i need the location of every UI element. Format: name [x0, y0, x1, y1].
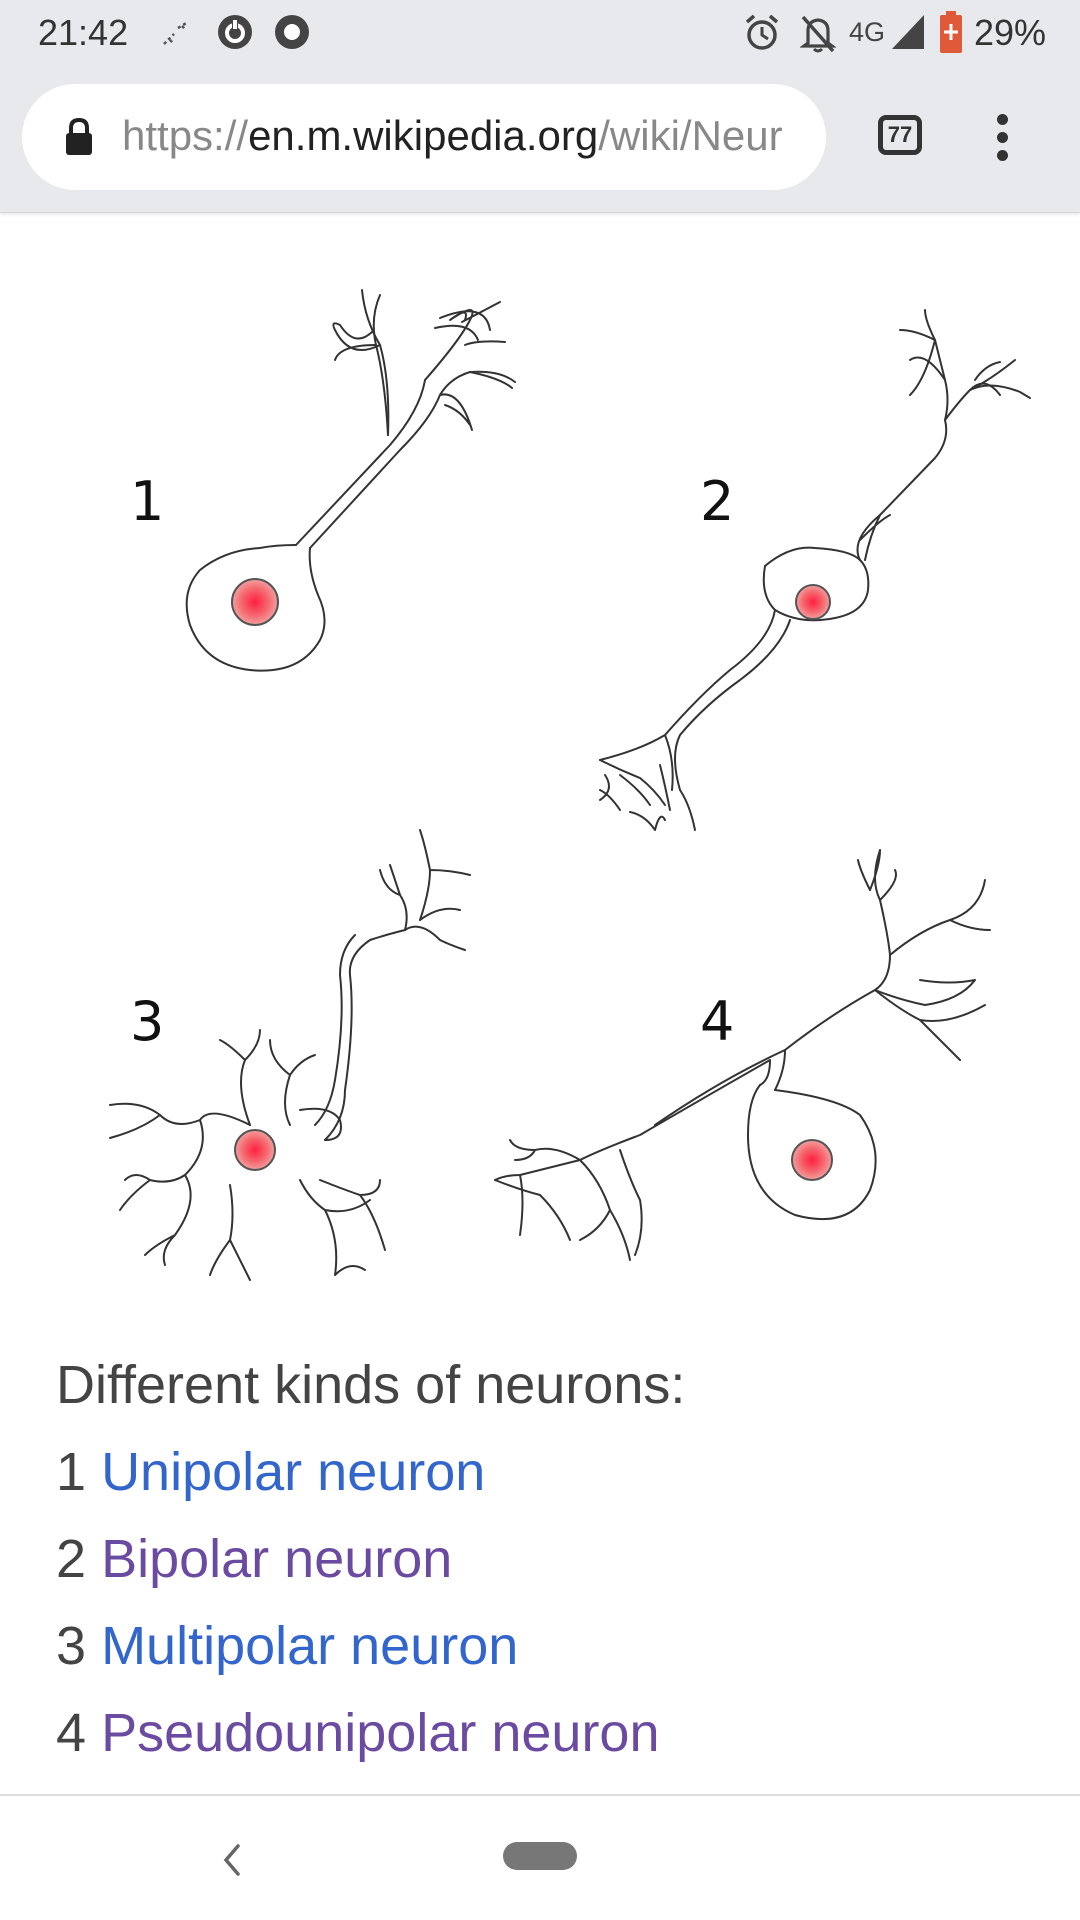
unipolar-nucleus [231, 578, 279, 626]
figure-label-1: 1 [130, 470, 164, 533]
multipolar-neuron-drawing [109, 829, 471, 1281]
status-time: 21:42 [38, 12, 129, 53]
caption-item: 2 Bipolar neuron [56, 1516, 1056, 1603]
sync-icon [218, 15, 252, 49]
caption-item: 3 Multipolar neuron [56, 1603, 1056, 1690]
caption-item-number: 4 [56, 1703, 87, 1763]
neuron-types-figure[interactable]: 1 2 3 4 [0, 213, 1080, 1303]
alarm-icon [745, 14, 779, 50]
url-host: en.m.wikipedia.org [248, 112, 599, 159]
caption-item-number: 1 [56, 1442, 87, 1502]
signal-icon [892, 15, 924, 49]
multipolar-nucleus [234, 1129, 276, 1171]
menu-icon[interactable] [990, 114, 1014, 164]
pseudounipolar-neuron-drawing [494, 849, 991, 1261]
pseudounipolar-nucleus [791, 1139, 833, 1181]
link-pseudounipolar-neuron[interactable]: Pseudounipolar neuron [101, 1703, 660, 1763]
figure-caption: Different kinds of neurons: 1 Unipolar n… [56, 1342, 1056, 1777]
caption-item-number: 2 [56, 1529, 87, 1589]
figure-label-2: 2 [700, 470, 734, 533]
caption-item-number: 3 [56, 1616, 87, 1676]
bipolar-neuron-drawing [599, 309, 1031, 831]
browser-toolbar: https://en.m.wikipedia.org/wiki/Neur 77 [0, 66, 1080, 213]
system-nav-bar [0, 1796, 1080, 1920]
url-scheme: https:// [122, 112, 249, 159]
link-unipolar-neuron[interactable]: Unipolar neuron [101, 1442, 486, 1502]
home-pill-icon[interactable] [503, 1842, 577, 1870]
tab-switcher-icon[interactable]: 77 [878, 115, 922, 155]
divider [0, 1794, 1080, 1796]
figure-label-3: 3 [130, 990, 164, 1053]
caption-item: 1 Unipolar neuron [56, 1429, 1056, 1516]
address-bar[interactable]: https://en.m.wikipedia.org/wiki/Neur [22, 84, 826, 190]
record-icon [275, 15, 309, 49]
link-bipolar-neuron[interactable]: Bipolar neuron [101, 1529, 453, 1589]
network-type: 4G [849, 17, 886, 47]
figure-label-4: 4 [700, 990, 734, 1053]
bell-off-icon [800, 15, 836, 53]
battery-icon [940, 11, 962, 53]
url-path: /wiki/Neur [598, 112, 783, 159]
status-bar: 21:42 4G 29% [0, 0, 1080, 66]
bipolar-nucleus [795, 584, 831, 620]
lock-icon [66, 117, 92, 155]
back-icon[interactable] [218, 1840, 246, 1880]
caption-heading: Different kinds of neurons: [56, 1355, 686, 1415]
url-text: https://en.m.wikipedia.org/wiki/Neur [122, 112, 812, 162]
battery-percent: 29% [974, 12, 1047, 53]
unipolar-neuron-drawing [185, 289, 516, 672]
caption-item: 4 Pseudounipolar neuron [56, 1690, 1056, 1777]
link-multipolar-neuron[interactable]: Multipolar neuron [101, 1616, 519, 1676]
satellite-icon [163, 20, 189, 45]
